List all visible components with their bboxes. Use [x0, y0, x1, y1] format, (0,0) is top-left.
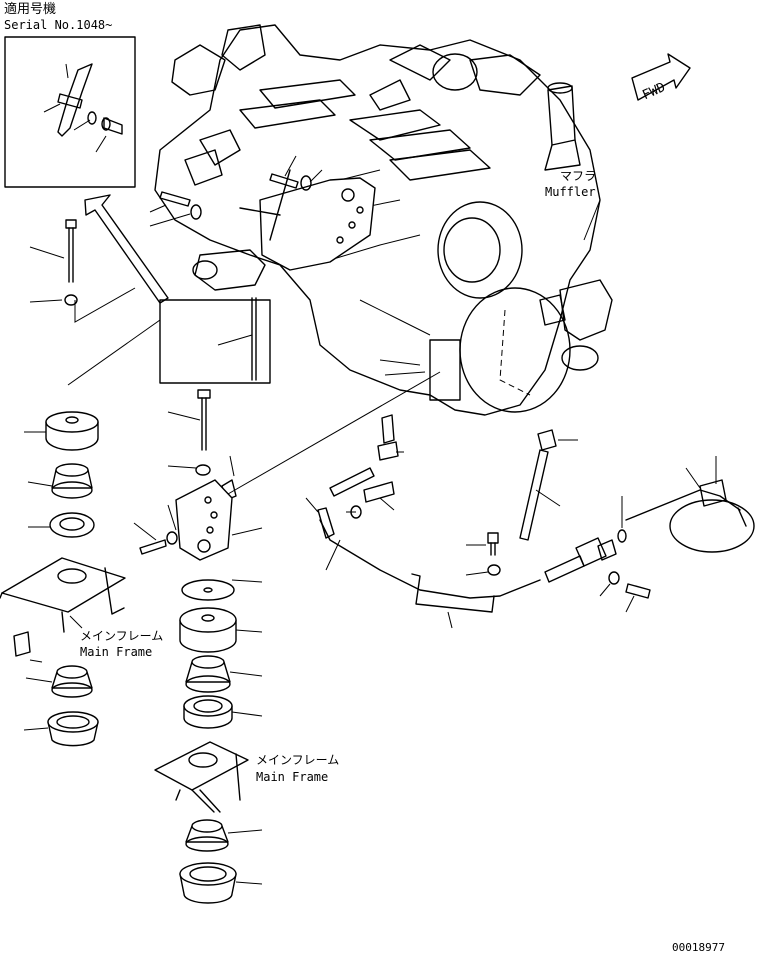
front-engine-bracket [192, 169, 376, 291]
left-mount-stack: メインフレーム Main Frame [0, 411, 163, 747]
drawing-number: 00018977 [672, 941, 725, 954]
main-frame-label-jp-center: メインフレーム [256, 753, 339, 767]
applicability-label-jp: 適用号機 [4, 1, 56, 17]
main-frame-label-en-center: Main Frame [256, 770, 328, 784]
center-bolt-callout-box [159, 297, 271, 384]
control-cable-assembly [227, 371, 755, 629]
inset-pointer-arrow [84, 194, 169, 304]
serial-number-label: Serial No.1048~ [4, 18, 112, 32]
muffler-label-en: Muffler [545, 185, 596, 199]
inset-detail-box [4, 36, 136, 188]
muffler-label-jp: マフラ [560, 169, 596, 183]
main-frame-label-en-left: Main Frame [80, 645, 152, 659]
muffler: マフラ Muffler [544, 82, 601, 241]
engine-assembly [154, 24, 613, 416]
fwd-label: FWD [640, 80, 668, 103]
center-mount-stack: メインフレーム Main Frame [133, 389, 339, 904]
forward-direction-arrow: FWD [631, 53, 691, 103]
bracket-bolts [149, 155, 323, 227]
left-mount-bolt [29, 219, 161, 386]
main-frame-label-jp-left: メインフレーム [80, 629, 163, 643]
